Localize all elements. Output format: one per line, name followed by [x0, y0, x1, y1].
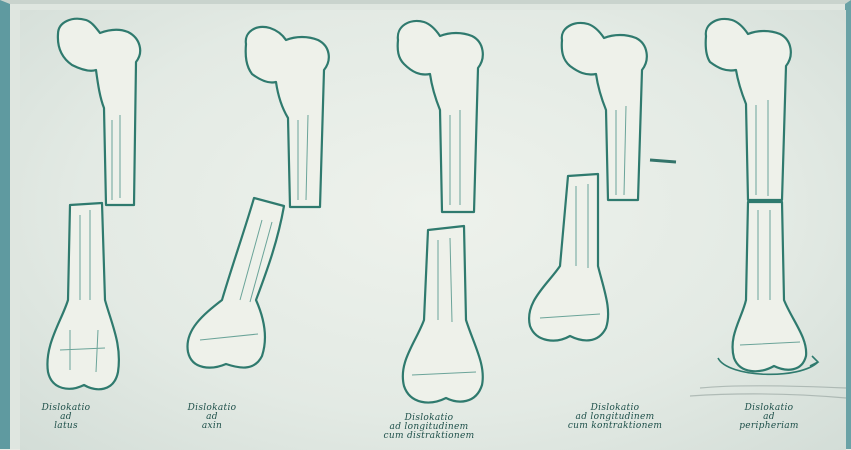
femur-ad-peripheriam — [706, 19, 818, 374]
proximal-fragment — [562, 23, 647, 200]
femur-ad-longitudinem-kontraktion — [529, 23, 647, 341]
paper-smudge — [690, 386, 846, 398]
caption-line: cum kontraktionem — [540, 422, 690, 431]
caption-ad-longitudinem-kontraktion: Dislokatio ad longitudinem cum kontrakti… — [540, 404, 690, 431]
distal-fragment — [403, 226, 483, 402]
distal-fragment — [733, 202, 807, 371]
proximal-fragment — [706, 19, 791, 200]
distal-fragment — [187, 198, 284, 368]
caption-line: peripheriam — [724, 422, 814, 431]
caption-ad-latus: Dislokatio ad latus — [30, 404, 102, 431]
distal-fragment — [529, 174, 608, 341]
caption-line: latus — [30, 422, 102, 431]
caption-line: cum distraktionem — [364, 432, 494, 441]
proximal-fragment — [246, 27, 329, 207]
caption-ad-peripheriam: Dislokatio ad peripheriam — [724, 404, 814, 431]
femur-ad-axin — [187, 27, 328, 368]
proximal-fragment — [58, 19, 140, 205]
ink-dash — [650, 160, 676, 162]
caption-ad-longitudinem-distraktion: Dislokatio ad longitudinem cum distrakti… — [364, 414, 494, 441]
femur-ad-latus — [47, 19, 140, 389]
distal-fragment — [47, 203, 118, 389]
caption-line: axin — [176, 422, 248, 431]
proximal-fragment — [398, 21, 483, 212]
femur-ad-longitudinem-distraktion — [398, 21, 483, 403]
caption-ad-axin: Dislokatio ad axin — [176, 404, 248, 431]
